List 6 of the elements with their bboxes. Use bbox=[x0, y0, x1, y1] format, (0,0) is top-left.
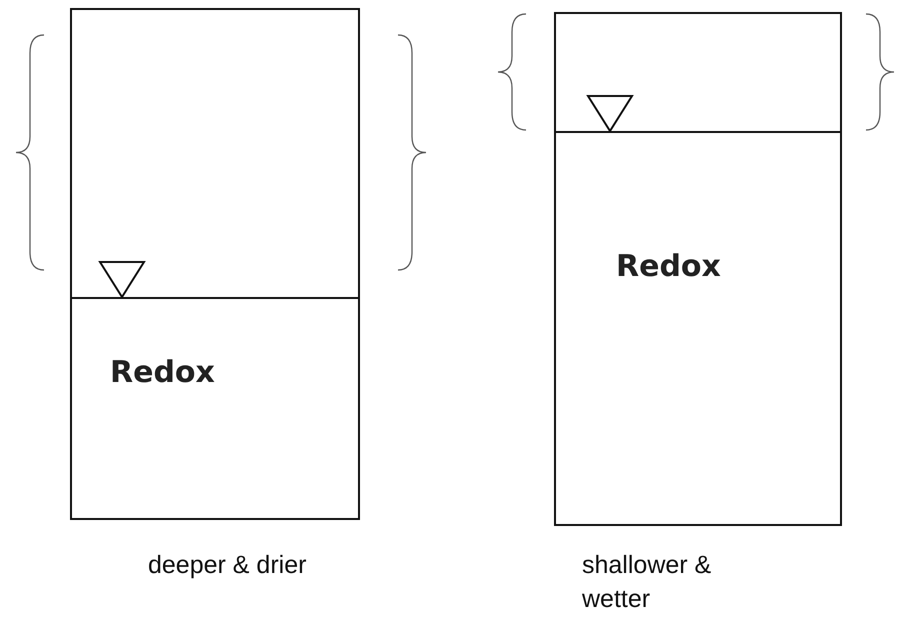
zone-label: Redox bbox=[616, 249, 721, 284]
zone-label: Redox bbox=[110, 355, 215, 390]
column-caption: deeper & drier bbox=[148, 550, 308, 581]
soil-column bbox=[70, 8, 360, 520]
soil-column bbox=[554, 12, 842, 526]
column-caption: shallower & wetter bbox=[582, 550, 712, 615]
